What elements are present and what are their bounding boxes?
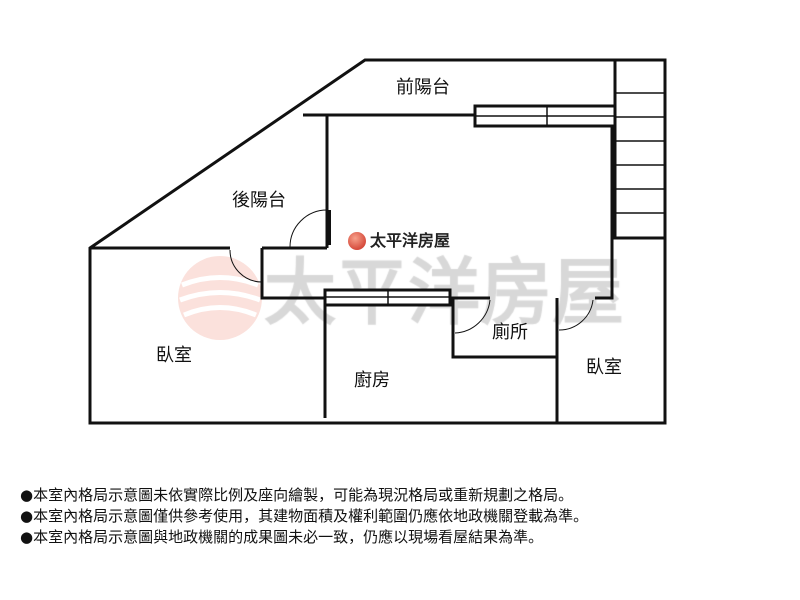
note: ●本室內格局示意圖僅供參考使用，其建物面積及權利範圍仍應依地政機關登載為準。 — [20, 507, 589, 525]
note: ●本室內格局示意圖未依實際比例及座向繪製，可能為現況格局或重新規劃之格局。 — [20, 486, 574, 504]
logo-icon — [348, 232, 366, 250]
note: ●本室內格局示意圖與地政機關的成果圖未必一致，仍應以現場看屋結果為準。 — [20, 528, 544, 546]
brand-logo: 太平洋房屋 — [348, 232, 450, 250]
watermark-logo — [178, 256, 262, 340]
window-kitchen — [323, 288, 452, 307]
room-bedroom-right: 臥室 — [586, 357, 622, 378]
room-back-balcony: 後陽台 — [232, 190, 286, 211]
window-front — [473, 104, 617, 128]
room-front-balcony: 前陽台 — [396, 77, 450, 98]
room-bedroom-left: 臥室 — [156, 345, 192, 366]
room-kitchen: 廚房 — [354, 370, 390, 391]
door-back-balcony — [327, 210, 331, 245]
stairs — [615, 92, 665, 214]
brand-name: 太平洋房屋 — [370, 231, 451, 250]
room-bathroom: 廁所 — [492, 322, 528, 343]
door-arcs — [229, 209, 594, 334]
walls — [88, 58, 667, 425]
disclaimer-notes: ●本室內格局示意圖未依實際比例及座向繪製，可能為現況格局或重新規劃之格局。 ●本… — [20, 485, 588, 548]
